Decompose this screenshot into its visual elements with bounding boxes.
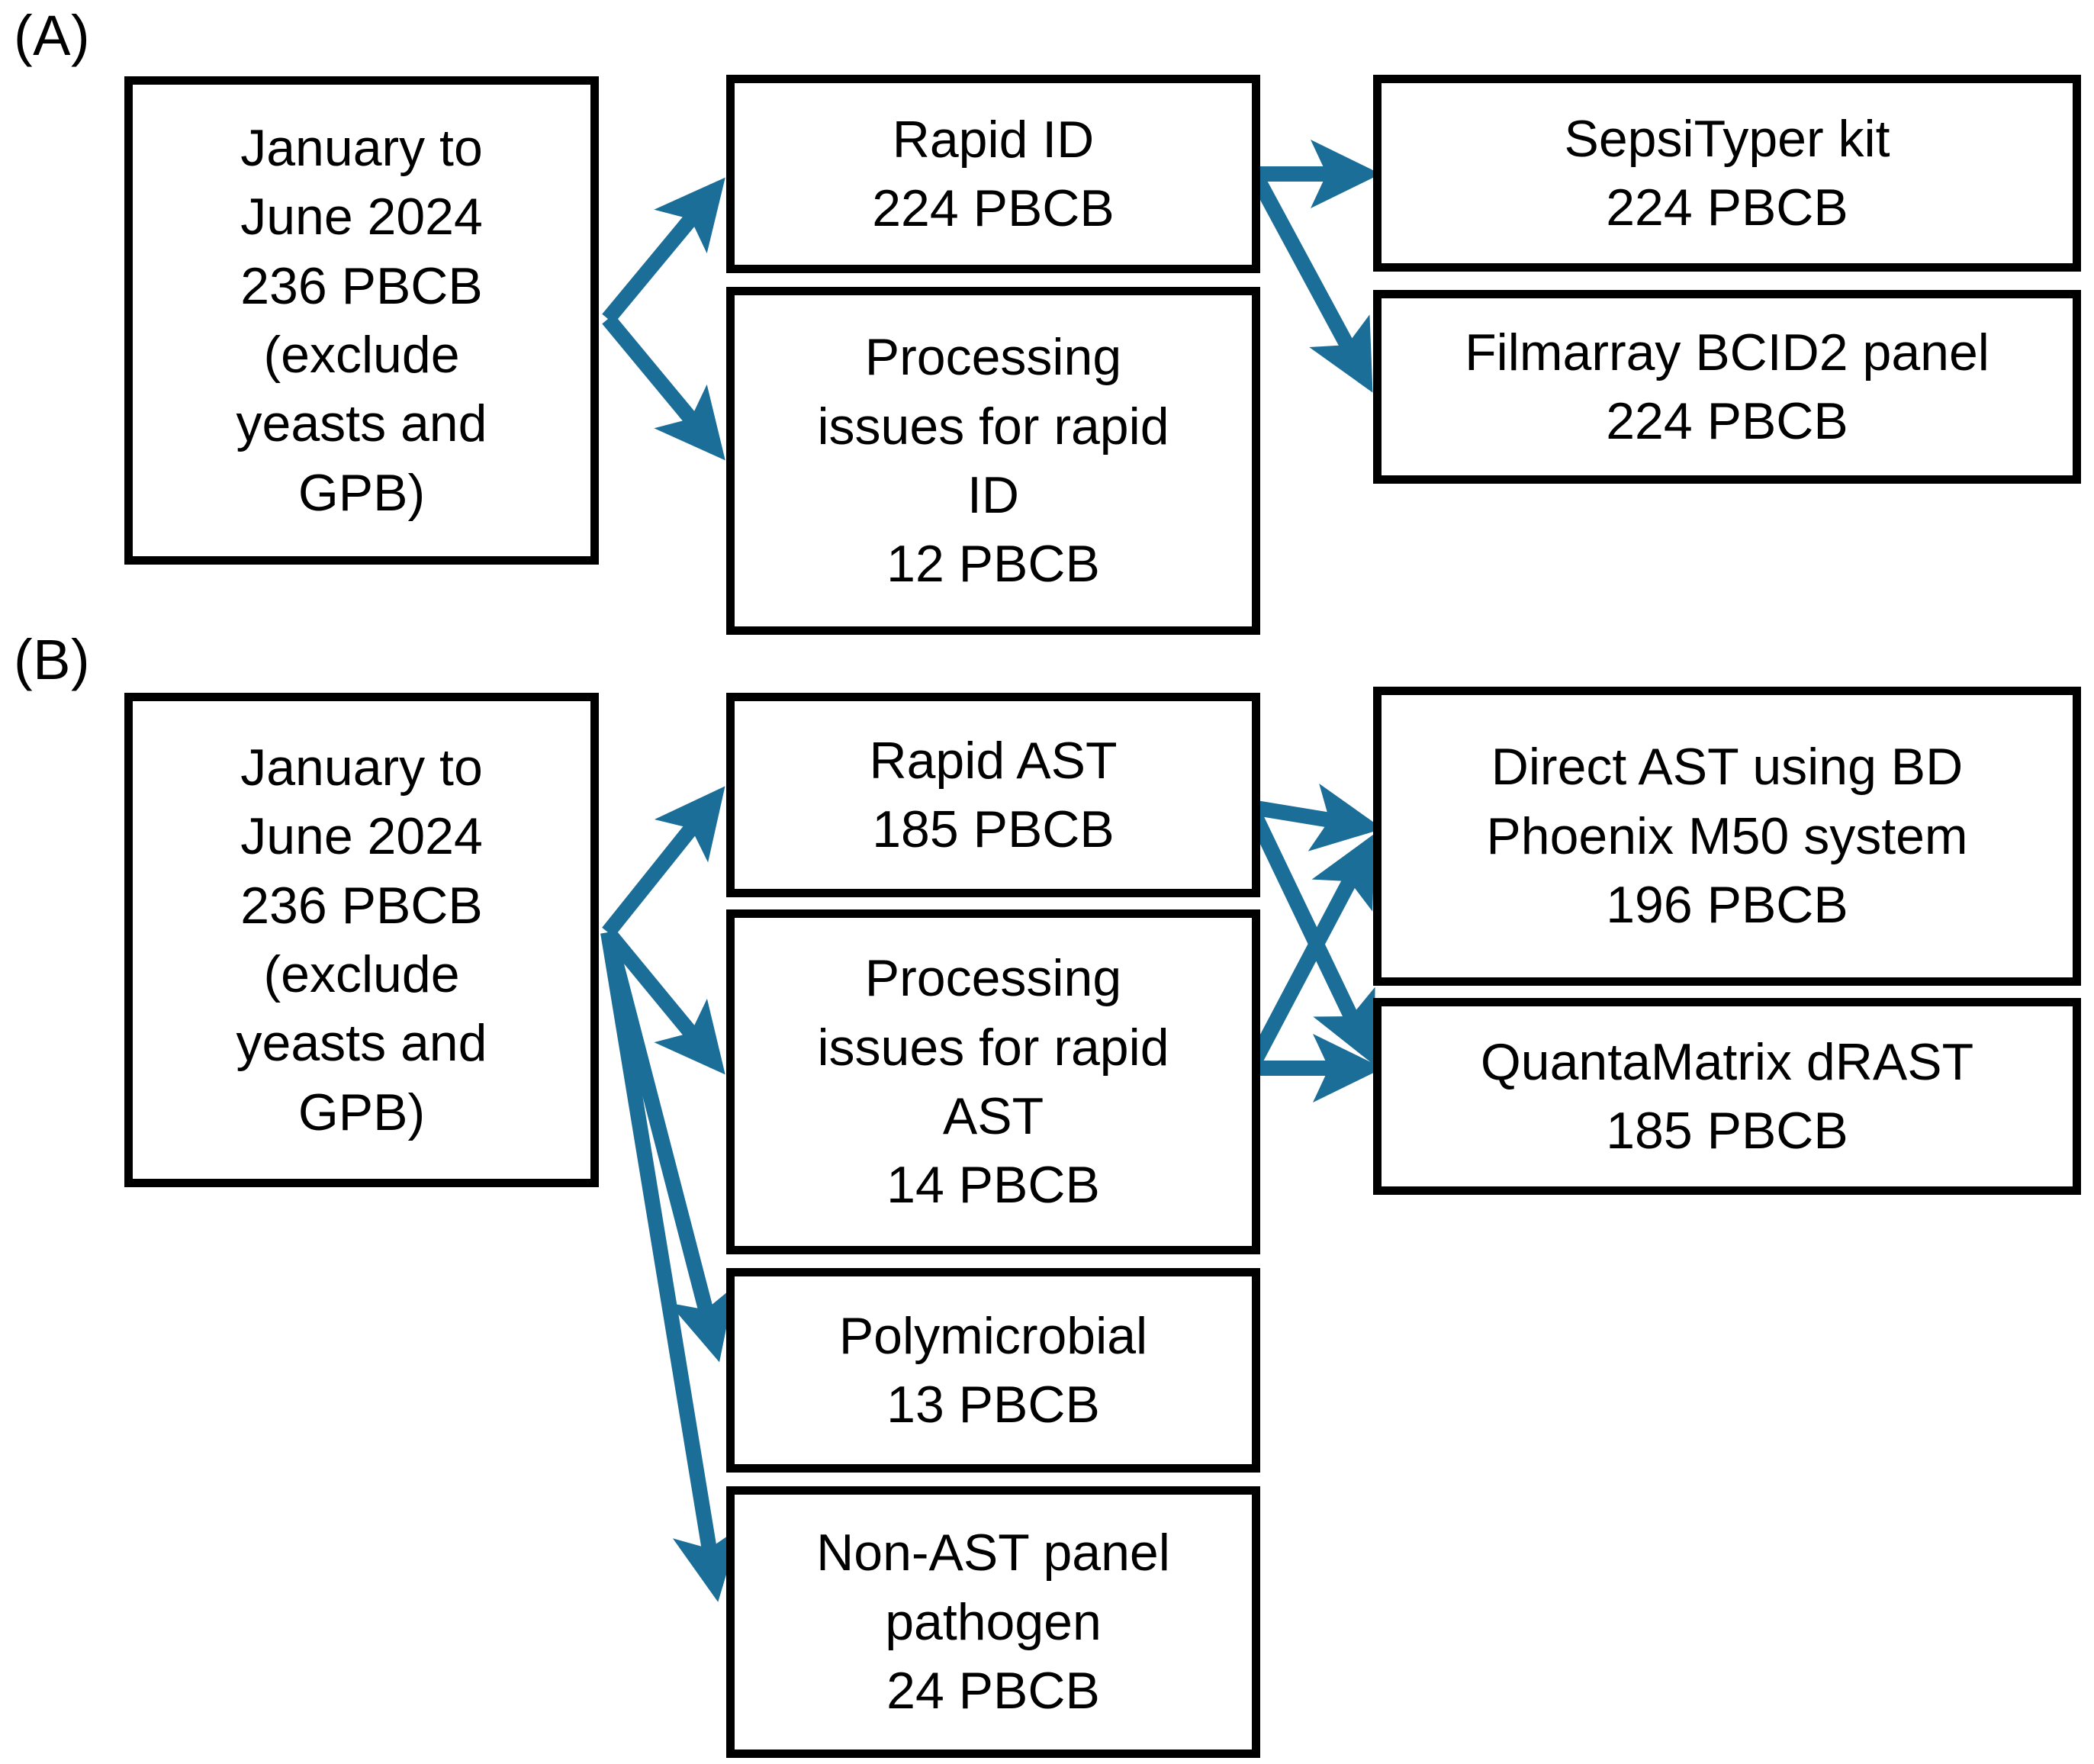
arrow-b-source-to-rapid-ast xyxy=(602,786,725,938)
polymicrobial-line-2: 13 PBCB xyxy=(886,1376,1100,1434)
direct-ast-line-3: 196 PBCB xyxy=(1606,876,1848,935)
polymicrobial-line-1: Polymicrobial xyxy=(838,1306,1148,1365)
source-cohort-b-line-1: January to xyxy=(240,738,483,797)
source-cohort-b-line-3: 236 PBCB xyxy=(240,876,483,935)
source-cohort-a-line-1: January to xyxy=(240,118,483,177)
rapid-ast-box: Rapid AST 185 PBCB xyxy=(726,693,1260,897)
source-cohort-b-line-2: June 2024 xyxy=(240,807,483,866)
arrow-b-rapidast-to-quantamatrix xyxy=(1243,803,1375,1066)
polymicrobial-box: Polymicrobial 13 PBCB xyxy=(726,1268,1260,1473)
source-cohort-a-line-2: June 2024 xyxy=(240,188,483,246)
processing-issues-rapid-id-line-2: issues for rapid xyxy=(817,397,1169,455)
non-ast-panel-pathogen-line-3: 24 PBCB xyxy=(886,1662,1100,1721)
rapid-ast-line-1: Rapid AST xyxy=(869,731,1118,790)
quantamatrix-drast-box: QuantaMatrix dRAST 185 PBCB xyxy=(1373,998,2081,1195)
quantamatrix-drast-line-2: 185 PBCB xyxy=(1606,1102,1848,1160)
source-cohort-b-line-5: yeasts and xyxy=(236,1014,487,1073)
source-cohort-a-box: January to June 2024 236 PBCB (exclude y… xyxy=(124,76,599,565)
processing-issues-rapid-ast-line-3: AST xyxy=(942,1087,1044,1145)
direct-ast-line-1: Direct AST using BD xyxy=(1491,738,1964,797)
processing-issues-rapid-ast-line-2: issues for rapid xyxy=(817,1018,1169,1077)
direct-ast-bd-phoenix-m50-box: Direct AST using BD Phoenix M50 system 1… xyxy=(1373,687,2081,986)
rapid-ast-line-2: 185 PBCB xyxy=(872,800,1115,858)
sepsityper-kit-line-1: SepsiTyper kit xyxy=(1564,109,1890,168)
processing-issues-rapid-ast-line-1: Processing xyxy=(864,949,1122,1008)
source-cohort-b-line-6: GPB) xyxy=(298,1083,426,1141)
processing-issues-rapid-id-line-4: 12 PBCB xyxy=(886,535,1100,594)
source-cohort-a-line-5: yeasts and xyxy=(236,394,487,453)
rapid-id-line-1: Rapid ID xyxy=(892,110,1095,169)
arrow-b-source-to-processing xyxy=(602,927,725,1075)
source-cohort-b-box: January to June 2024 236 PBCB (exclude y… xyxy=(124,693,599,1187)
processing-issues-rapid-id-box: Processing issues for rapid ID 12 PBCB xyxy=(726,287,1260,635)
filmarray-bcid2-panel-line-1: Filmarray BCID2 panel xyxy=(1465,323,1989,381)
filmarray-bcid2-panel-box: Filmarray BCID2 panel 224 PBCB xyxy=(1373,290,2081,484)
source-cohort-a-line-6: GPB) xyxy=(298,463,426,522)
sepsityper-kit-box: SepsiTyper kit 224 PBCB xyxy=(1373,75,2081,272)
arrow-b-source-to-non-ast xyxy=(600,931,741,1602)
arrow-b-processing-to-direct-ast xyxy=(1244,833,1375,1072)
processing-issues-rapid-id-line-1: Processing xyxy=(864,328,1122,387)
processing-issues-rapid-id-line-3: ID xyxy=(967,466,1019,524)
source-cohort-b-line-4: (exclude xyxy=(263,945,460,1003)
non-ast-panel-pathogen-box: Non-AST panel pathogen 24 PBCB xyxy=(726,1486,1260,1758)
filmarray-bcid2-panel-line-2: 224 PBCB xyxy=(1606,392,1848,450)
arrow-b-source-to-polymicrobial xyxy=(600,930,735,1363)
arrow-a-source-to-rapid-id xyxy=(602,177,725,324)
processing-issues-rapid-ast-line-4: 14 PBCB xyxy=(886,1156,1100,1215)
non-ast-panel-pathogen-line-1: Non-AST panel xyxy=(816,1524,1170,1582)
non-ast-panel-pathogen-line-2: pathogen xyxy=(885,1592,1102,1651)
source-cohort-a-line-3: 236 PBCB xyxy=(240,256,483,315)
panel-label-a: (A) xyxy=(14,4,91,67)
source-cohort-a-line-4: (exclude xyxy=(263,326,460,384)
quantamatrix-drast-line-1: QuantaMatrix dRAST xyxy=(1480,1032,1974,1091)
processing-issues-rapid-ast-box: Processing issues for rapid AST 14 PBCB xyxy=(726,909,1260,1254)
panel-label-b: (B) xyxy=(14,628,91,691)
arrow-a-rapidid-to-filmarray xyxy=(1248,170,1373,393)
rapid-id-line-2: 224 PBCB xyxy=(872,179,1115,237)
rapid-id-box: Rapid ID 224 PBCB xyxy=(726,75,1260,273)
arrow-a-source-to-processing xyxy=(602,314,725,461)
direct-ast-line-2: Phoenix M50 system xyxy=(1486,806,1968,865)
sepsityper-kit-line-2: 224 PBCB xyxy=(1606,179,1848,237)
arrow-b-rapidast-to-direct-ast xyxy=(1250,783,1383,851)
